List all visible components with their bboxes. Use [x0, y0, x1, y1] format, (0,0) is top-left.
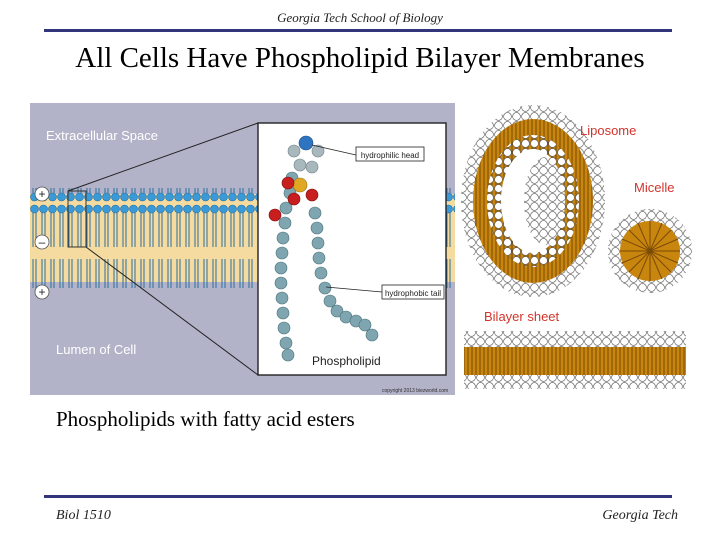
lipid-structures-figure: Liposome Micelle Bilayer sheet [461, 105, 692, 389]
header-rule [44, 29, 672, 32]
membrane-figure: Extracellular Space Lumen of Cell + – + [30, 103, 455, 395]
copyright-note: copyright 2013 biezworld.com [382, 388, 448, 394]
lumen-label: Lumen of Cell [56, 342, 136, 357]
extracellular-label: Extracellular Space [46, 128, 158, 143]
liposome-structure [461, 105, 605, 297]
hydrophilic-label: hydrophilic head [361, 151, 419, 160]
charge-markers: + – + [34, 186, 50, 300]
phospholipid-label: Phospholipid [312, 354, 381, 368]
hydrophobic-label-box [381, 284, 445, 300]
course-header: Georgia Tech School of Biology [277, 10, 443, 25]
micelle-structure [608, 209, 692, 293]
hydrophilic-label-box [355, 146, 425, 162]
molecule-head [268, 135, 325, 222]
selected-phospholipid-box [67, 190, 87, 248]
charge-top: + [38, 187, 45, 201]
footer-course: Biol 1510 [56, 508, 111, 523]
bilayer-sheet-structure [464, 331, 686, 389]
slide-title: All Cells Have Phospholipid Bilayer Memb… [75, 42, 645, 74]
footer-institution: Georgia Tech [602, 508, 678, 523]
bilayer-sheet-label: Bilayer sheet [484, 309, 560, 324]
charge-middle: – [39, 235, 46, 249]
figure-caption: Phospholipids with fatty acid esters [56, 407, 355, 431]
charge-bottom: + [38, 285, 45, 299]
molecule-tail-1 [274, 171, 299, 362]
footer-rule [44, 495, 672, 498]
molecule-tail-2 [308, 206, 379, 342]
micelle-label: Micelle [634, 180, 674, 195]
liposome-label: Liposome [580, 123, 636, 138]
hydrophobic-label: hydrophobic tail [385, 289, 441, 298]
phospholipid-inset: hydrophilic head hydrophobic tail Phosph… [257, 122, 447, 376]
